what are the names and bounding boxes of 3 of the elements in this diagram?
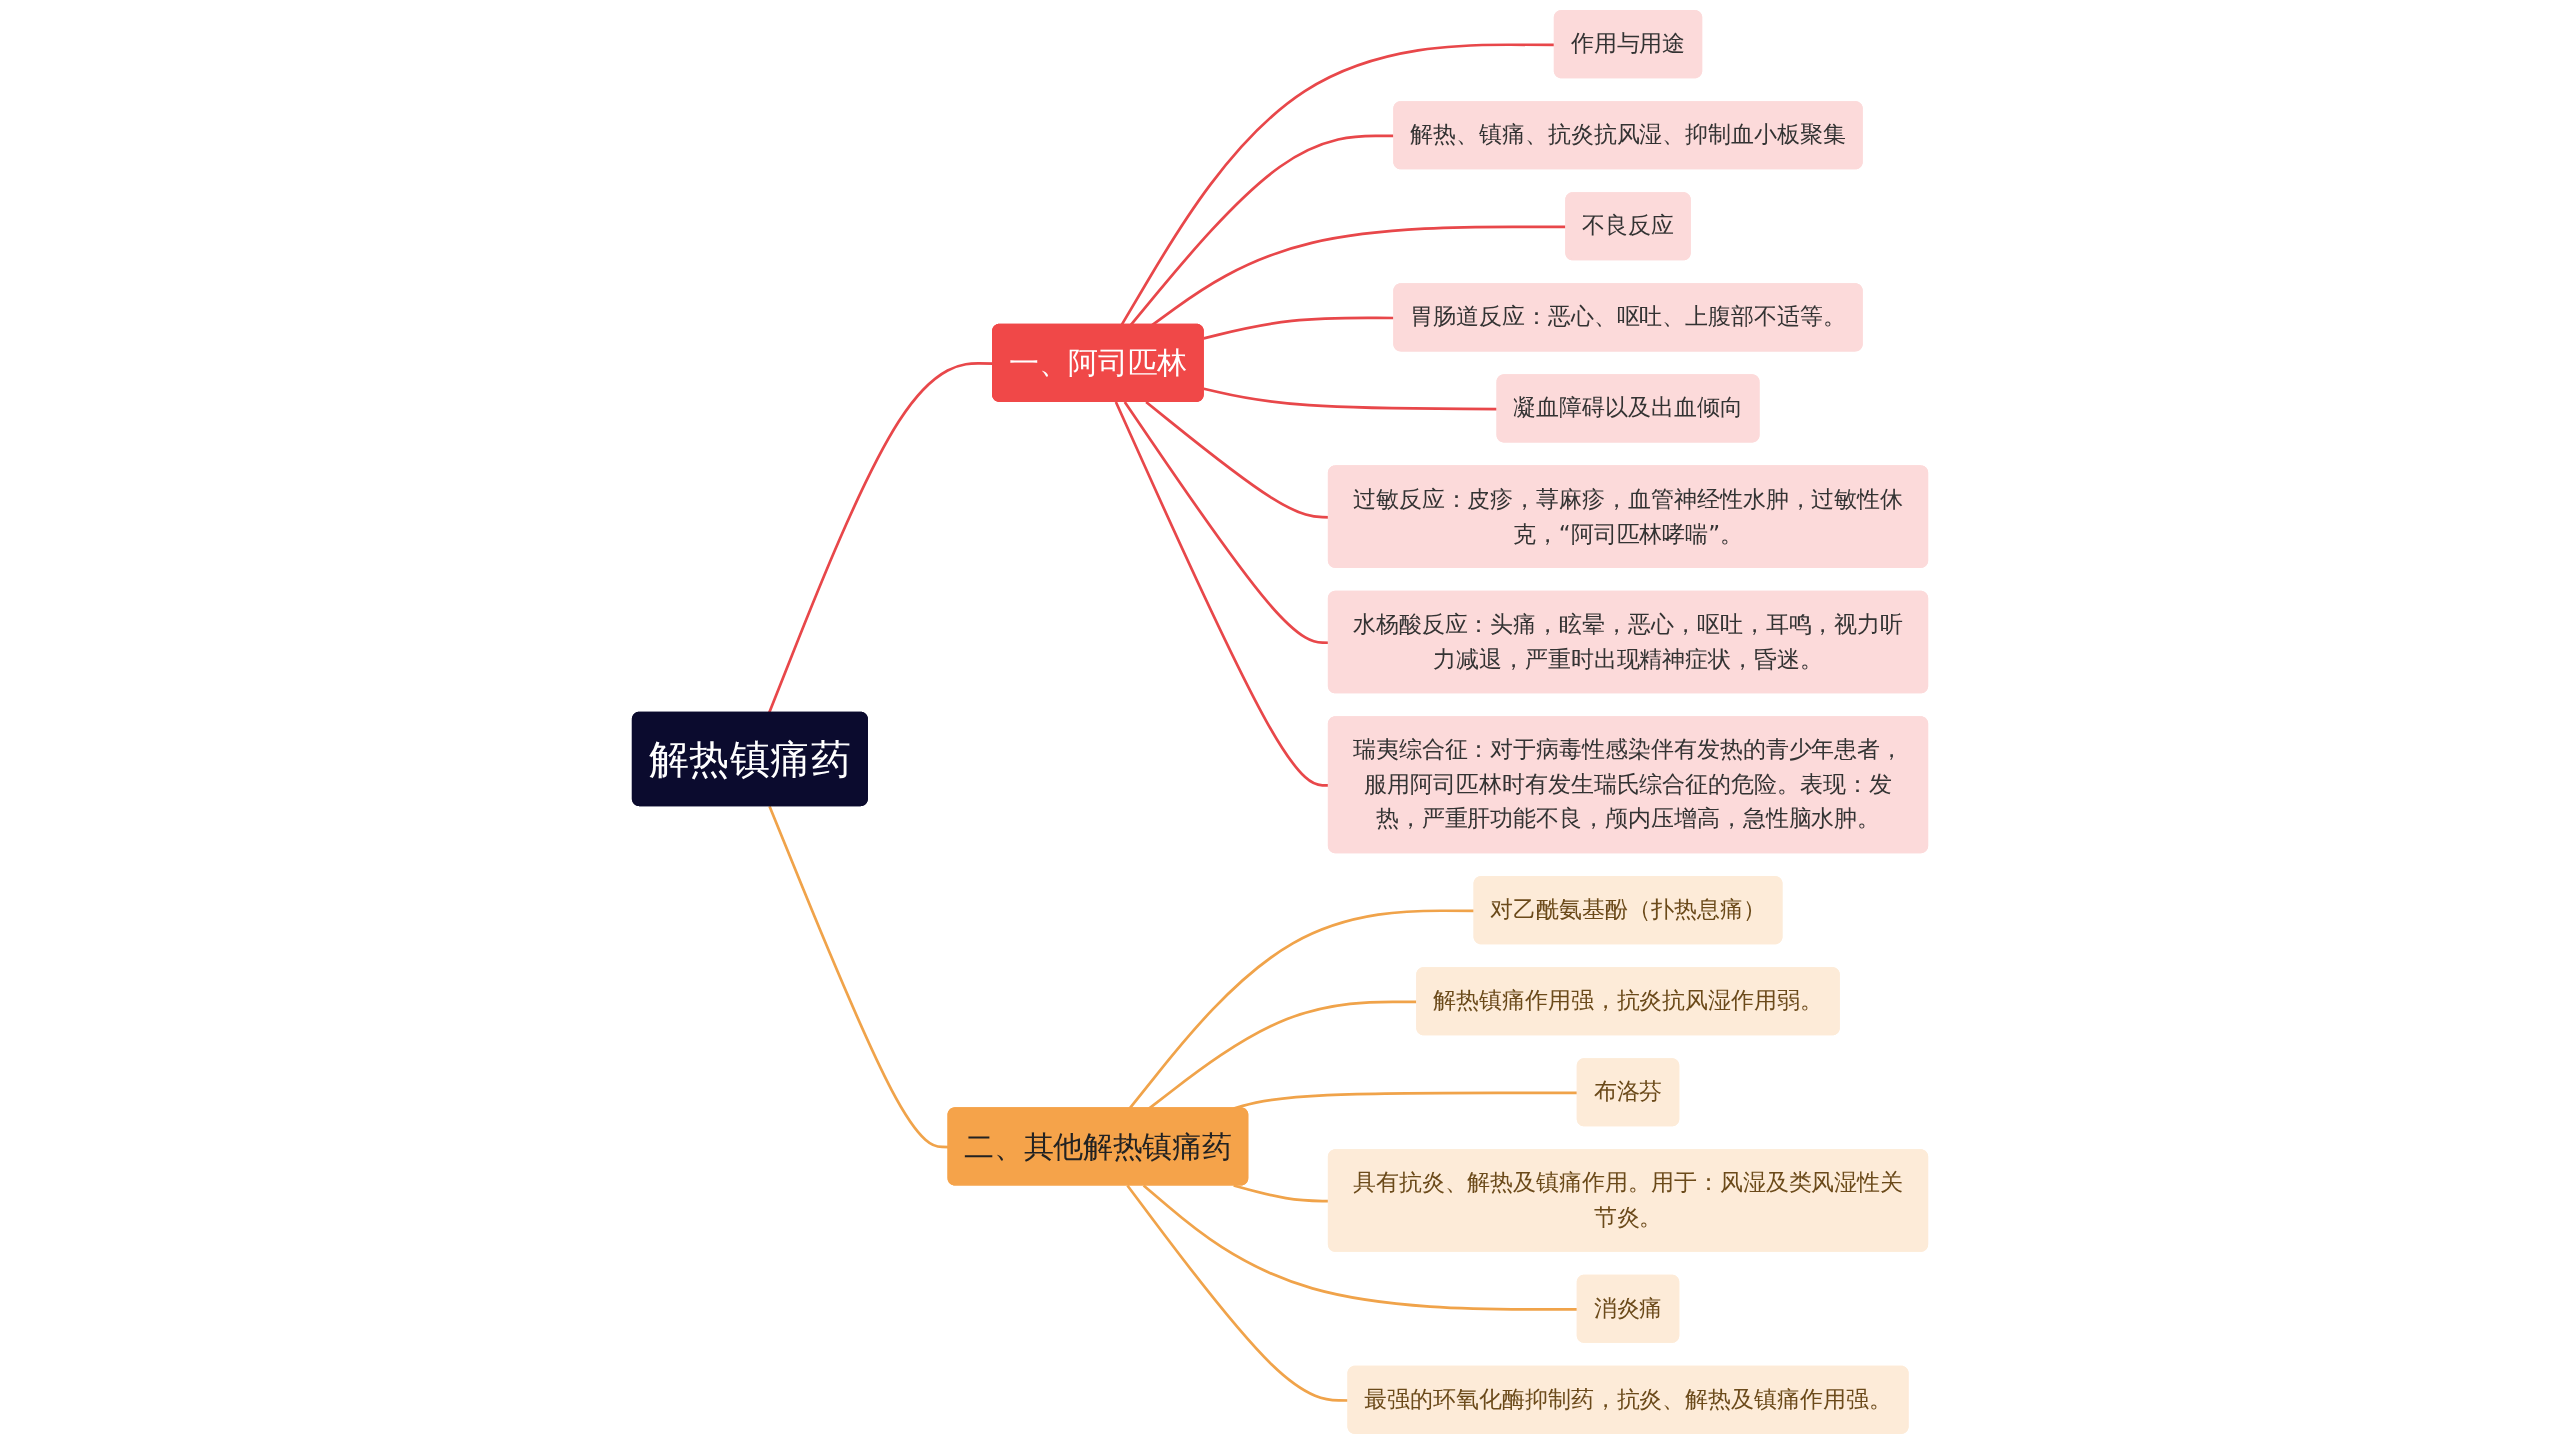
connector xyxy=(768,805,949,1149)
connector xyxy=(1203,387,1498,411)
connector xyxy=(1126,1184,1349,1402)
